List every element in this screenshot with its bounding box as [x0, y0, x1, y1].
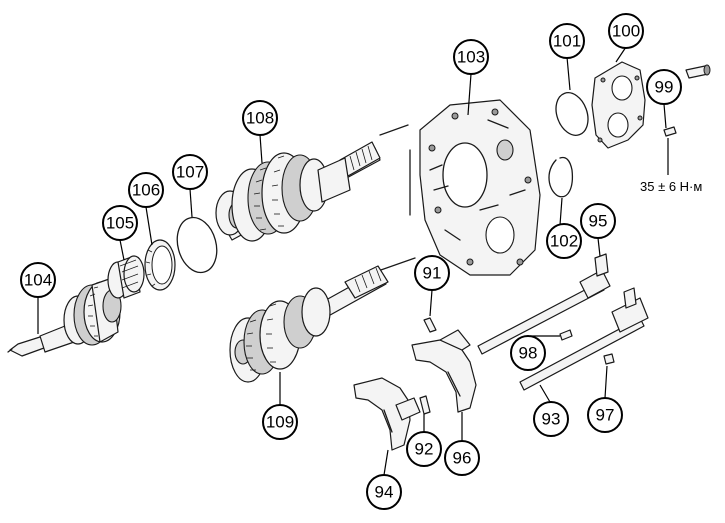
svg-text:94: 94 — [375, 483, 394, 502]
part-100-gasket — [591, 61, 646, 149]
torque-spec-label: 35 ± 6 Н·м — [640, 179, 702, 194]
svg-text:96: 96 — [453, 449, 472, 468]
svg-text:99: 99 — [655, 78, 674, 97]
svg-text:101: 101 — [553, 32, 581, 51]
callout-101: 101 — [549, 23, 585, 59]
callout-99: 99 — [646, 69, 682, 105]
callout-109: 109 — [262, 404, 298, 440]
callout-98: 98 — [510, 335, 546, 371]
callout-107: 107 — [172, 154, 208, 190]
svg-text:105: 105 — [106, 214, 134, 233]
part-95-shift-rod — [477, 253, 611, 355]
part-93-shift-rod — [519, 287, 649, 391]
part-97-pin — [603, 353, 615, 365]
callout-103: 103 — [453, 39, 489, 75]
part-91-pin — [423, 317, 437, 333]
callout-100: 100 — [608, 13, 644, 49]
part-103-housing — [419, 99, 541, 276]
part-98-pin — [559, 329, 573, 341]
part-92-pin — [419, 395, 431, 415]
part-101-ring-seal — [555, 92, 589, 136]
svg-text:107: 107 — [176, 163, 204, 182]
part-109-countershaft — [229, 265, 389, 383]
svg-text:92: 92 — [415, 440, 434, 459]
svg-text:100: 100 — [612, 22, 640, 41]
callout-105: 105 — [102, 205, 138, 241]
part-102-snap-ring — [548, 156, 574, 198]
svg-text:108: 108 — [246, 109, 274, 128]
svg-text:97: 97 — [596, 406, 615, 425]
svg-text:103: 103 — [457, 48, 485, 67]
svg-text:106: 106 — [132, 181, 160, 200]
callout-95: 95 — [580, 203, 616, 239]
svg-text:102: 102 — [550, 232, 578, 251]
svg-text:104: 104 — [24, 271, 52, 290]
callout-93: 93 — [533, 401, 569, 437]
svg-text:98: 98 — [519, 344, 538, 363]
part-96-shift-fork — [411, 329, 477, 413]
part-94-shift-fork — [353, 377, 421, 451]
callout-102: 102 — [546, 223, 582, 259]
callout-92: 92 — [406, 431, 442, 467]
callout-94: 94 — [366, 474, 402, 510]
callout-96: 96 — [444, 440, 480, 476]
svg-text:95: 95 — [589, 212, 608, 231]
part-106-synchro-ring — [144, 239, 176, 291]
svg-text:109: 109 — [266, 413, 294, 432]
part-107-snap-ring — [176, 216, 218, 274]
callout-106: 106 — [128, 172, 164, 208]
callout-97: 97 — [587, 397, 623, 433]
part-105-needle-bearing — [107, 255, 145, 299]
alignment-lines — [374, 124, 416, 273]
callout-104: 104 — [20, 262, 56, 298]
svg-text:91: 91 — [423, 264, 442, 283]
part-99-bolt — [663, 64, 711, 137]
svg-text:93: 93 — [542, 410, 561, 429]
part-108-main-shaft — [215, 141, 381, 242]
leader-lines — [37, 46, 669, 476]
callout-91: 91 — [414, 255, 450, 291]
callout-108: 108 — [242, 100, 278, 136]
